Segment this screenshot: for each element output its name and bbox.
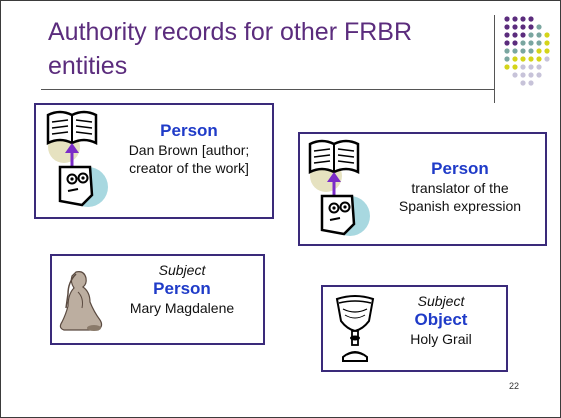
subject-label: Subject xyxy=(417,293,465,309)
entity-name-line2: creator of the work] xyxy=(129,160,249,176)
entity-name-line1: translator of the xyxy=(411,180,509,196)
subject-person-card: Subject Person Mary Magdalene xyxy=(50,254,265,345)
kneeling-woman-icon xyxy=(59,271,103,331)
page-number: 22 xyxy=(509,381,520,391)
person-author-card: Person Dan Brown [author; creator of the… xyxy=(34,103,274,219)
decorative-dot-grid-icon xyxy=(504,16,550,86)
person-translator-card: Person translator of the Spanish express… xyxy=(298,132,547,246)
entity-type-label: Person xyxy=(431,159,489,178)
title-divider-horizontal xyxy=(41,89,494,90)
chalice-icon xyxy=(335,295,375,362)
book-reader-icon xyxy=(308,139,370,236)
entity-type-label: Person xyxy=(153,279,211,298)
entity-name-line2: Spanish expression xyxy=(398,198,522,214)
entity-name: Holy Grail xyxy=(410,331,472,347)
slide-title: Authority records for other FRBR entitie… xyxy=(48,18,413,80)
title-divider-vertical xyxy=(494,15,495,103)
book-reader-icon xyxy=(46,110,108,207)
subject-object-card: Subject Object Holy Grail xyxy=(321,285,508,372)
entity-type-label: Object xyxy=(414,310,468,329)
entity-name-line1: Dan Brown [author; xyxy=(128,142,250,158)
subject-label: Subject xyxy=(158,262,206,278)
entity-name: Mary Magdalene xyxy=(129,300,235,316)
entity-type-label: Person xyxy=(160,121,218,140)
